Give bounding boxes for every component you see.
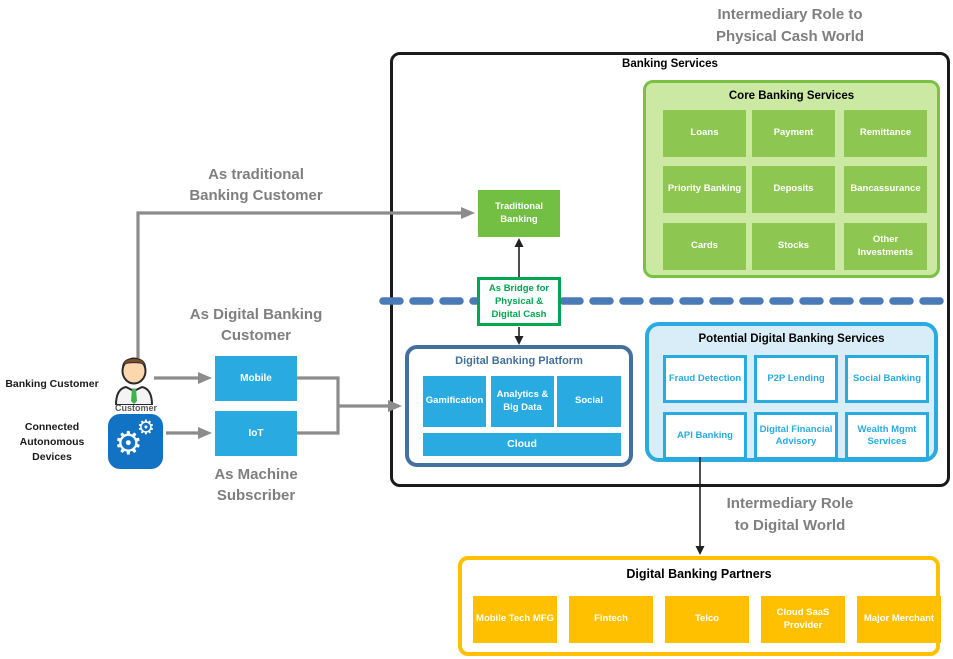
- digital-banking-partners-box: Digital Banking Partners Mobile Tech MFG…: [458, 556, 941, 656]
- iot-channel-node: IoT: [215, 411, 297, 456]
- digital-banking-partners-title: Digital Banking Partners: [626, 567, 772, 581]
- connected-devices-label: Connected Autonomous Devices: [19, 421, 85, 463]
- banking-services-title: Banking Services: [622, 58, 718, 70]
- core-service-cell: Payment: [752, 110, 835, 157]
- platform-cloud-cell: Cloud: [423, 433, 621, 456]
- bridge-physical-digital-node: As Bridge for Physical & Digital Cash: [477, 277, 561, 326]
- digital-world-title: Intermediary Role to Digital World: [726, 495, 854, 534]
- core-service-cell: Priority Banking: [663, 166, 746, 213]
- mobile-channel-node: Mobile: [215, 356, 297, 401]
- partner-cell: Cloud SaaS Provider: [761, 596, 845, 643]
- as-digital-label: As Digital Banking Customer: [189, 306, 323, 344]
- partner-cell: Mobile Tech MFG: [473, 596, 557, 643]
- as-machine-label: As Machine Subscriber: [214, 466, 298, 504]
- connector-mobile-iot-merge: [297, 376, 340, 435]
- potential-service-cell: Wealth Mgmt Services: [845, 412, 929, 460]
- partner-cell: Major Merchant: [857, 596, 941, 643]
- traditional-banking-node: Traditional Banking: [478, 190, 560, 237]
- platform-cell: Social: [557, 376, 621, 427]
- gear-icon: ⚙: [114, 424, 143, 462]
- platform-cell: Analytics & Big Data: [491, 376, 554, 427]
- core-service-cell: Loans: [663, 110, 746, 157]
- partner-cell: Telco: [665, 596, 749, 643]
- core-service-cell: Remittance: [844, 110, 927, 157]
- connected-devices-icon-box: ⚙ ⚙: [108, 414, 163, 469]
- platform-cell: Gamification: [423, 376, 486, 427]
- potential-service-cell: Social Banking: [845, 355, 929, 403]
- core-banking-services-title: Core Banking Services: [728, 90, 855, 102]
- physical-cash-world-title: Intermediary Role to Physical Cash World: [715, 6, 865, 45]
- core-banking-services-box: Core Banking Services Loans Payment Remi…: [643, 80, 940, 278]
- potential-service-cell: Digital Financial Advisory: [754, 412, 838, 460]
- potential-service-cell: API Banking: [663, 412, 747, 460]
- core-service-cell: Cards: [663, 223, 746, 270]
- customer-avatar-icon: [112, 355, 156, 410]
- digital-banking-platform-title: Digital Banking Platform: [455, 355, 583, 367]
- partner-cell: Fintech: [569, 596, 653, 643]
- gear-icon: ⚙: [137, 415, 155, 439]
- digital-banking-platform-box: Digital Banking Platform Gamification An…: [405, 345, 633, 467]
- as-traditional-label: As traditional Banking Customer: [189, 166, 323, 204]
- potential-services-title: Potential Digital Banking Services: [698, 333, 885, 345]
- core-service-cell: Bancassurance: [844, 166, 927, 213]
- customer-caption: Customer: [114, 403, 157, 413]
- core-service-cell: Deposits: [752, 166, 835, 213]
- potential-service-cell: P2P Lending: [754, 355, 838, 403]
- potential-digital-banking-services-box: Potential Digital Banking Services Fraud…: [645, 322, 938, 462]
- core-service-cell: Stocks: [752, 223, 835, 270]
- potential-service-cell: Fraud Detection: [663, 355, 747, 403]
- banking-customer-label: Banking Customer: [5, 378, 99, 390]
- core-service-cell: Other Investments: [844, 223, 927, 270]
